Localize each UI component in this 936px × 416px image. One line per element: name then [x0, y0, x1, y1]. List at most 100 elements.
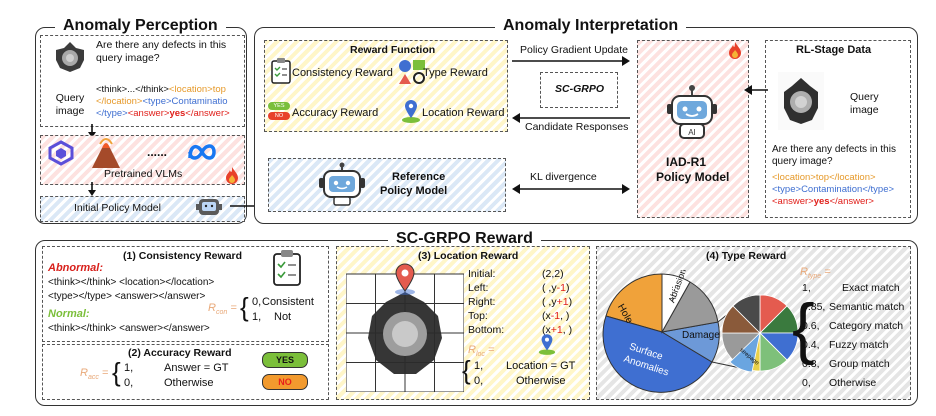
location-grid	[346, 263, 464, 392]
rl-to-policy-arrow	[744, 85, 768, 95]
kl-arrow	[512, 184, 630, 194]
r-acc-brace: {	[112, 357, 121, 387]
loc-row-initial: Initial:	[468, 268, 496, 280]
r-con-v0: 0,	[252, 296, 262, 308]
location-reward-label: Location Reward	[422, 107, 505, 119]
loc-row-left: Left:	[468, 282, 489, 294]
yes-badge: YES	[262, 352, 308, 368]
perception-query-box	[40, 35, 245, 127]
type-row-5-v: 0,	[802, 377, 811, 389]
robot-large-icon: AI	[667, 85, 717, 139]
type-row-4-v: 0.3,	[802, 358, 820, 370]
type-pie-chart: Hole ...... Abrasion Damage Surface Anom…	[602, 270, 799, 393]
consistent-label: Consistent	[262, 296, 314, 308]
yes-badge-small: YES	[268, 102, 290, 110]
r-con-brace: {	[240, 292, 249, 322]
anomaly-perception-title: Anomaly Perception	[55, 17, 226, 35]
answer-gt-label: Answer = GT	[164, 362, 229, 374]
location-small-pin-icon	[538, 334, 556, 355]
reference-label-1: Reference	[392, 171, 446, 183]
location-gt-label: Location = GT	[506, 360, 576, 372]
consistency-clipboard-icon	[273, 250, 301, 286]
abnormal-label: Abnormal:	[48, 262, 103, 274]
type-reward-icon	[399, 60, 425, 84]
perception-question: Are there any defects in this query imag…	[96, 39, 227, 64]
abnormal-line-1: <think></think> <location></location>	[48, 277, 215, 288]
accuracy-reward-box	[42, 344, 329, 400]
type-wheel	[721, 294, 799, 373]
reference-label-2: Policy Model	[380, 185, 448, 197]
rl-answer: <location>top</location> <type>Contamina…	[772, 172, 895, 207]
perception-answer: <think>...</think><location>top </locati…	[96, 84, 230, 119]
location-reward-title: (3) Location Reward	[418, 250, 519, 262]
loc-row-top-val: (x-1, )	[542, 310, 570, 322]
pie-label-damage: Damage	[682, 330, 720, 341]
accuracy-reward-title: (2) Accuracy Reward	[128, 347, 232, 359]
candidate-responses-arrow	[512, 113, 630, 123]
reward-function-title: Reward Function	[350, 44, 436, 56]
normal-label: Normal:	[48, 308, 90, 320]
r-loc-v0: 0,	[474, 375, 484, 387]
type-row-5-label: Otherwise	[829, 377, 877, 389]
rl-query-image	[778, 72, 824, 130]
no-badge: NO	[262, 374, 308, 390]
type-reward-title: (4) Type Reward	[706, 250, 787, 262]
type-row-2-label: Category match	[829, 320, 904, 332]
type-row-3-v: 0.4,	[802, 339, 820, 351]
abnormal-line-2: <type></type> <answer></answer>	[48, 291, 206, 302]
sc-grpo-reward-title: SC-GRPO Reward	[388, 230, 541, 248]
r-con-v1: 1,	[252, 311, 262, 323]
consistency-reward-title: (1) Consistency Reward	[123, 250, 243, 262]
fire-icon	[226, 167, 238, 184]
not-consistent-label: Not	[274, 311, 292, 323]
policy-gradient-label: Policy Gradient Update	[520, 44, 628, 56]
type-row-2-v: 0.6,	[802, 320, 820, 332]
loc-row-initial-val: (2,2)	[542, 268, 564, 280]
type-row-0-label: Exact match	[842, 282, 900, 294]
svg-text:AI: AI	[688, 128, 696, 137]
type-row-brace: {	[792, 290, 815, 366]
r-acc-label: Racc =	[80, 367, 109, 382]
pie-label-dots: ......	[670, 286, 680, 301]
acc-otherwise-label: Otherwise	[164, 377, 214, 389]
r-con-label: Rcon =	[208, 302, 237, 317]
volcano-icon	[92, 138, 120, 168]
clipboard-icon	[271, 58, 291, 84]
accuracy-reward-label: Accuracy Reward	[292, 107, 379, 119]
consistency-reward-box	[42, 246, 329, 342]
r-acc-v1: 1,	[124, 362, 134, 374]
r-loc-brace: {	[462, 355, 471, 385]
sc-grpo-box	[540, 72, 618, 108]
gear-part-image	[56, 42, 84, 72]
reference-robot-icon	[319, 162, 365, 206]
no-badge-small: NO	[268, 112, 290, 120]
rl-stage-data-box	[765, 40, 911, 218]
vlm-dots: ......	[147, 145, 168, 159]
down-arrow-2	[88, 182, 96, 196]
rl-question: Are there any defects in this query imag…	[772, 144, 896, 167]
loc-row-bottom: Bottom:	[468, 324, 505, 336]
type-row-3-label: Fuzzy match	[829, 339, 889, 351]
candidate-responses-label: Candidate Responses	[525, 121, 629, 133]
loc-row-top: Top:	[468, 310, 488, 322]
pretrained-vlms-label: Pretrained VLMs	[104, 168, 183, 180]
r-acc-v0: 0,	[124, 377, 134, 389]
rl-query-image-label: Query image	[850, 91, 879, 116]
loc-row-left-val: ( ,y-1)	[542, 282, 570, 294]
loc-row-right-val: ( ,y+1)	[542, 296, 573, 308]
r-loc-label: Rloc =	[468, 344, 495, 359]
type-reward-label: Type Reward	[423, 67, 488, 79]
sc-grpo-label: SC-GRPO	[555, 83, 605, 95]
query-image-label: Query image	[55, 92, 85, 117]
robot-small-icon	[196, 199, 222, 215]
type-row-1-v: 0.85,	[802, 301, 826, 313]
qwen-logo-icon	[48, 140, 74, 166]
r-loc-v1: 1,	[474, 360, 484, 372]
type-row-4-label: Group match	[829, 358, 890, 370]
policy-model-label: Policy Model	[656, 170, 730, 184]
loc-otherwise-label: Otherwise	[516, 375, 566, 387]
type-row-0-v: 1,	[802, 282, 811, 294]
loc-row-bottom-val: (x+1, )	[542, 324, 573, 336]
rl-stage-data-title: RL-Stage Data	[796, 44, 872, 56]
iad-r1-label: IAD-R1	[666, 155, 707, 169]
